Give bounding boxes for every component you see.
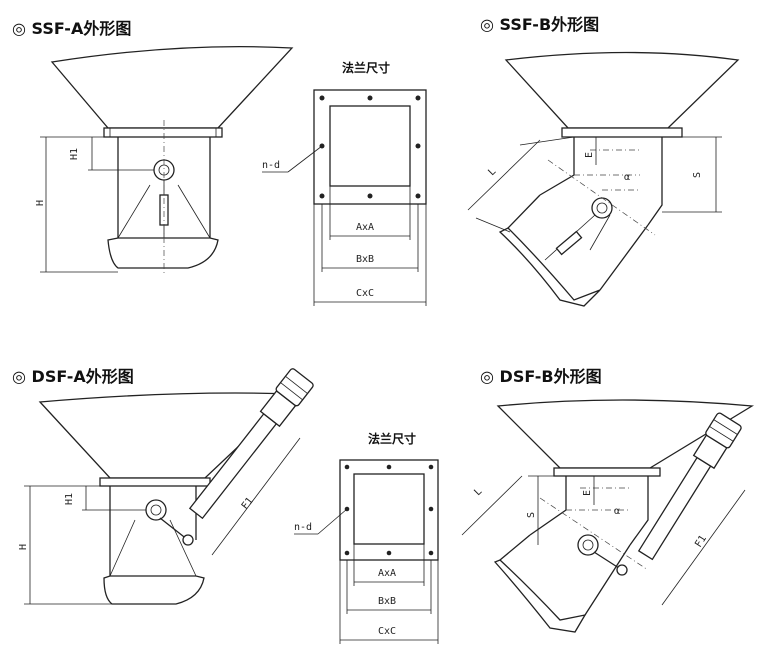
- dim-l-dsf-b: L: [472, 486, 484, 498]
- flange-bottom-inner: [353, 473, 425, 545]
- flange-top-hole-label: n-d: [262, 160, 280, 171]
- flange-bottom-hole-label: n-d: [294, 522, 312, 533]
- flange-top-a: AxA: [356, 222, 374, 233]
- flange-bottom: 法兰尺寸 n-d AxA BxB CxC: [294, 431, 439, 644]
- diagram-dsf-b: L S E α F1: [461, 399, 755, 633]
- title-ssf-b: ◎ SSF-B外形图: [480, 15, 599, 34]
- dim-e-ssf-b: E: [584, 152, 595, 158]
- ssf-b-flange: [561, 127, 683, 138]
- diagram-ssf-b: S E L α: [467, 51, 740, 307]
- dsf-b-gate: [493, 559, 587, 633]
- title-dsf-a: ◎ DSF-A外形图: [12, 367, 134, 386]
- ssf-a-body: [117, 137, 211, 238]
- title-ssf-a: ◎ SSF-A外形图: [12, 19, 131, 38]
- diagram-dsf-a: H H1 F1: [18, 368, 314, 605]
- dim-h1-ssf-a: H1: [69, 148, 80, 160]
- dim-l-ssf-b: L: [486, 166, 498, 178]
- ssf-b-cylinder: [555, 230, 583, 256]
- title-dsf-b: ◎ DSF-B外形图: [480, 367, 602, 386]
- flange-top-outer: [313, 89, 427, 205]
- flange-bottom-title: 法兰尺寸: [368, 431, 416, 446]
- dim-f1-dsf-b: F1: [693, 534, 709, 550]
- dsf-b-pivot: [577, 534, 599, 556]
- dim-alpha-dsf-b: α: [614, 506, 620, 517]
- ssf-a-gate: [107, 237, 219, 269]
- flange-bottom-b: BxB: [378, 596, 396, 607]
- dsf-a-actuator: [188, 368, 314, 520]
- dsf-b-actuator: [637, 412, 742, 561]
- ssf-a-hopper: [50, 45, 294, 129]
- dsf-b-flange: [553, 467, 661, 477]
- flange-top-title: 法兰尺寸: [342, 60, 390, 75]
- dsf-a-pivot: [145, 499, 167, 521]
- flange-top-inner: [329, 105, 411, 187]
- ssf-b-gate: [498, 227, 601, 307]
- flange-top-c: CxC: [356, 288, 374, 299]
- flange-top-b: BxB: [356, 254, 374, 265]
- dim-h-ssf-a: H: [35, 200, 46, 206]
- dim-s-dsf-b: S: [526, 512, 537, 518]
- flange-top: 法兰尺寸 n-d AxA BxB CxC: [262, 60, 427, 306]
- dsf-a-flange: [99, 477, 211, 487]
- dim-h1-dsf-a: H1: [64, 493, 75, 505]
- dsf-a-gate: [103, 575, 205, 605]
- flange-bottom-outer: [339, 459, 439, 561]
- ssf-b-hopper: [504, 51, 740, 129]
- dsf-b-hopper: [496, 399, 755, 469]
- dim-h-dsf-a: H: [18, 544, 29, 550]
- flange-bottom-a: AxA: [378, 568, 396, 579]
- ssf-a-flange: [103, 127, 223, 138]
- dsf-a-body: [109, 486, 197, 576]
- dim-f1-dsf-a: F1: [240, 496, 256, 512]
- dim-e-dsf-b: E: [582, 490, 593, 496]
- diagram-ssf-a: H H1: [35, 45, 294, 275]
- flange-bottom-c: CxC: [378, 626, 396, 637]
- dim-alpha-ssf-b: α: [624, 172, 630, 183]
- dim-s-ssf-b: S: [692, 172, 703, 178]
